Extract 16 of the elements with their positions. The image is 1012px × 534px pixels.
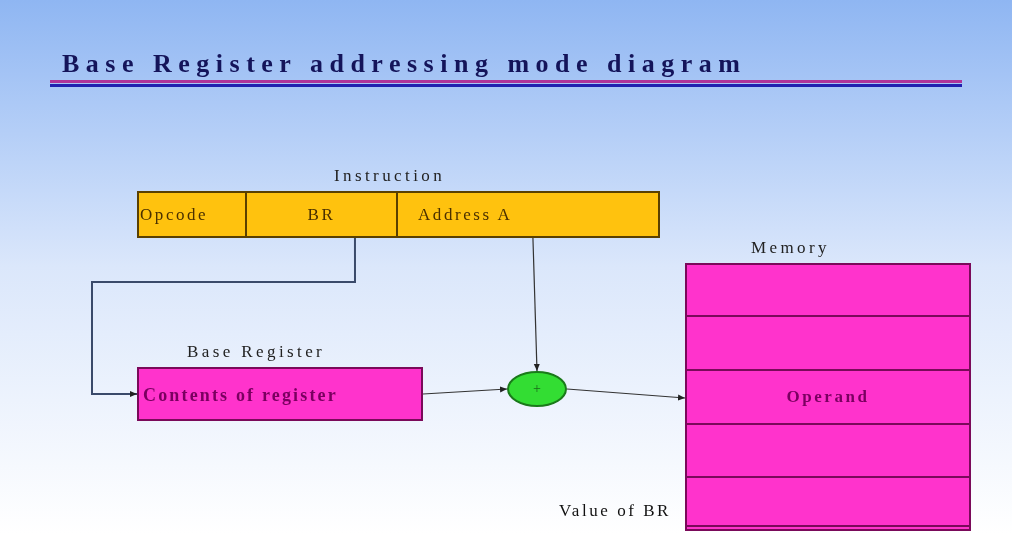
arrow bbox=[566, 388, 686, 401]
title: Base Register addressing mode diagram bbox=[62, 48, 747, 80]
field-label: Address A bbox=[418, 203, 513, 226]
block-heading: Instruction bbox=[334, 165, 446, 187]
arrow bbox=[422, 386, 508, 395]
cell-caption: Value of BR bbox=[558, 500, 671, 522]
arrow bbox=[91, 237, 356, 397]
register-heading: Base Register bbox=[187, 341, 326, 363]
field-label: BR bbox=[307, 203, 336, 226]
register-contents: Contents of register bbox=[143, 384, 338, 407]
block-heading: Memory bbox=[751, 237, 830, 259]
field-label: Opcode bbox=[140, 203, 209, 226]
memory-cell-label: Operand bbox=[786, 386, 870, 409]
instruction-field bbox=[137, 191, 247, 238]
adder-ellipse: + bbox=[507, 371, 567, 407]
arrow bbox=[532, 237, 540, 372]
